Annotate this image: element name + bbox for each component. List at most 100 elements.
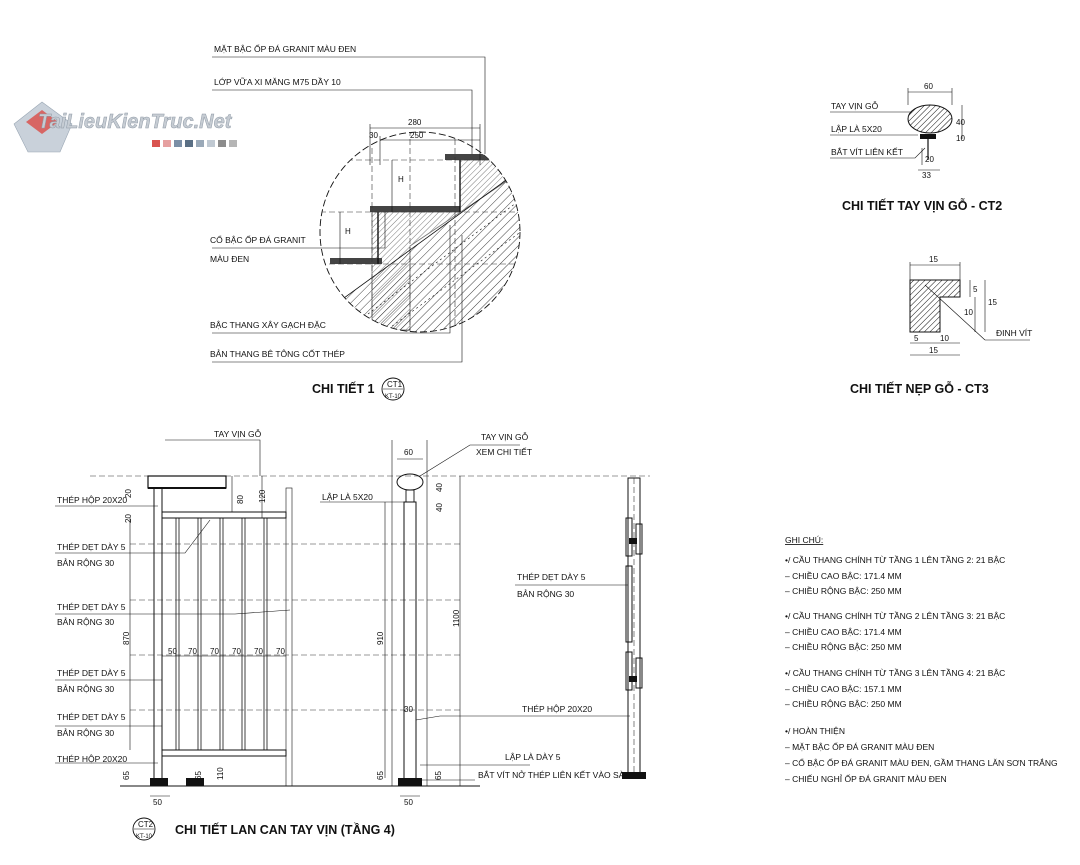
elev-dim-870: 870 (122, 631, 131, 645)
label-slab: BẢN THANG BÊ TÔNG CỐT THÉP (210, 348, 345, 359)
sec-label-box: THÉP HỘP 20X20 (522, 704, 592, 714)
watermark: TaiLieuKienTruc.Net (13, 101, 237, 153)
watermark-swatch (207, 140, 215, 147)
baluster (263, 517, 268, 751)
notes-list: •/ CẦU THANG CHÍNH TỪ TẦNG 1 LÊN TẦNG 2:… (785, 555, 1058, 784)
ct2-dim-10: 10 (956, 134, 965, 143)
note-line: – CHIỀU RỘNG BẬC: 250 MM (785, 586, 902, 596)
watermark-swatch (229, 140, 237, 147)
note-line: – CHIỀU CAO BẬC: 171.4 MM (785, 571, 902, 581)
sec-dim-50: 50 (404, 798, 413, 807)
elev-label-flat-d2: BẢN RỘNG 30 (57, 727, 114, 738)
elev-dim-120: 120 (258, 489, 267, 503)
elev-dim-65b: 65 (194, 771, 203, 780)
ct3-label-screw: ĐINH VÍT (996, 328, 1032, 338)
watermark-swatch (185, 140, 193, 147)
spacing-dim: 70 (232, 647, 241, 656)
ct3-detail: 15 5 15 10 5 10 15 ĐINH VÍT CHI TIẾT NẸP… (850, 255, 1032, 396)
notes-heading: GHI CHÚ: (785, 535, 823, 545)
ct2-label-flat: LẬP LÀ 5X20 (831, 124, 882, 134)
ct2-title: CHI TIẾT TAY VỊN GỖ - CT2 (842, 198, 1002, 213)
elev-dim-50: 50 (153, 798, 162, 807)
dim-h2: H (345, 227, 351, 236)
baluster (175, 517, 180, 751)
ct2-dim-40: 40 (956, 118, 965, 127)
elev-label-flat-c2: BẢN RỘNG 30 (57, 683, 114, 694)
svg-text:KT-10: KT-10 (385, 394, 402, 400)
note-line: – CHIỀU RỘNG BẬC: 250 MM (785, 642, 902, 652)
post-side-view: THÉP DẸT DÀY 5 BẢN RỘNG 30 (515, 477, 646, 779)
railing-section: 60 40 40 910 1100 30 65 65 50 TAY VỊN GỖ… (320, 431, 630, 807)
elev-dim-80: 80 (236, 495, 245, 504)
elev-dim-20b: 20 (124, 514, 133, 523)
ct3-title: CHI TIẾT NẸP GỖ - CT3 (850, 381, 989, 396)
elev-label-flat-a1: THÉP DẸT DÀY 5 (57, 542, 126, 552)
watermark-swatch (163, 140, 171, 147)
ct2-dim-20: 20 (925, 155, 934, 164)
notes: GHI CHÚ: •/ CẦU THANG CHÍNH TỪ TẦNG 1 LÊ… (785, 535, 1058, 784)
spacing-dim: 50 (168, 647, 177, 656)
ct2-label-screw: BẮT VÍT LIÊN KẾT (831, 147, 903, 157)
railing-tag-bottom: KT-10 (136, 834, 153, 840)
label-riser-2: MÀU ĐEN (210, 254, 249, 264)
spacing-dim: 70 (210, 647, 219, 656)
baluster (197, 517, 202, 751)
spacing-dim: 70 (276, 647, 285, 656)
detail-1-tag: CT1 KT-10 (381, 377, 405, 401)
post-label-flat2: BẢN RỘNG 30 (517, 588, 574, 599)
elev-label-box-bottom: THÉP HỘP 20X20 (57, 754, 127, 764)
sec-label-plate: LẬP LÀ DÀY 5 (505, 752, 561, 762)
note-line: •/ CẦU THANG CHÍNH TỪ TẦNG 1 LÊN TẦNG 2:… (785, 555, 1005, 565)
elev-dim-110: 110 (216, 767, 225, 780)
dim-280: 280 (408, 118, 422, 127)
post-label-flat1: THÉP DẸT DÀY 5 (517, 572, 586, 582)
label-mortar: LỚP VỮA XI MĂNG M75 DẦY 10 (214, 77, 341, 87)
note-line: – CHIỀU CAO BẬC: 171.4 MM (785, 627, 902, 637)
note-line: •/ CẦU THANG CHÍNH TỪ TẦNG 2 LÊN TẦNG 3:… (785, 611, 1005, 621)
dim-h1: H (398, 175, 404, 184)
elev-label-flat-a2: BẢN RỘNG 30 (57, 557, 114, 568)
sec-dim-65: 65 (376, 771, 385, 780)
ct2-dim-60: 60 (924, 82, 933, 91)
sec-dim-65b: 65 (434, 771, 443, 780)
ct3-dim-r5: 5 (973, 285, 978, 294)
sec-dim-30: 30 (404, 705, 413, 714)
sec-dim-910: 910 (376, 631, 385, 645)
sec-dim-1100: 1100 (452, 609, 461, 627)
sec-dim-60: 60 (404, 448, 413, 457)
note-line: •/ CẦU THANG CHÍNH TỪ TẦNG 3 LÊN TẦNG 4:… (785, 668, 1005, 678)
ct3-dim-b15: 15 (929, 346, 938, 355)
elev-label-box-top: THÉP HỘP 20X20 (57, 495, 127, 505)
watermark-swatch (174, 140, 182, 147)
detail-1: 280 250 30 H H MẶT BẬC ỐP ĐÁ GRANIT MÀU … (210, 43, 521, 401)
note-line: – CỔ BẬC ỐP ĐÁ GRANIT MÀU ĐEN, GẦM THANG… (785, 757, 1058, 768)
ct3-dim-top-15: 15 (929, 255, 938, 264)
note-line: – MẶT BẬC ỐP ĐÁ GRANIT MÀU ĐEN (785, 741, 934, 752)
spacing-dim: 70 (254, 647, 263, 656)
ct2-dim-33: 33 (922, 171, 931, 180)
baluster (241, 517, 246, 751)
elev-label-flat-c1: THÉP DẸT DÀY 5 (57, 668, 126, 678)
note-line: – CHIỀU CAO BẬC: 157.1 MM (785, 684, 902, 694)
note-line: •/ HOÀN THIỆN (785, 726, 845, 736)
ct3-dim-b10: 10 (940, 334, 949, 343)
note-line: – CHIỀU RỘNG BẬC: 250 MM (785, 699, 902, 709)
elev-label-flat-b2: BẢN RỘNG 30 (57, 616, 114, 627)
baluster (219, 517, 224, 751)
sec-dim-40a: 40 (435, 483, 444, 492)
sec-dim-40b: 40 (435, 503, 444, 512)
watermark-swatch (152, 140, 160, 147)
ct3-dim-r15: 15 (988, 298, 997, 307)
elev-dim-65a: 65 (122, 771, 131, 780)
label-finish-top: MẶT BẬC ỐP ĐÁ GRANIT MÀU ĐEN (214, 43, 356, 54)
elev-label-flat-d1: THÉP DẸT DÀY 5 (57, 712, 126, 722)
ct3-dim-r10: 10 (964, 308, 973, 317)
baluster-spacing-dims: 50 70 70 70 70 70 (168, 647, 285, 656)
ct2-detail: 60 40 10 20 33 TAY VỊN GỖ LẬP LÀ 5X20 BẮ… (830, 82, 1002, 213)
railing-title: CHI TIẾT LAN CAN TAY VỊN (TẦNG 4) (175, 822, 395, 837)
sec-label-see-detail: XEM CHI TIẾT (476, 447, 532, 457)
label-brick: BẬC THANG XÂY GẠCH ĐẶC (210, 320, 326, 330)
spacing-dim: 70 (188, 647, 197, 656)
sec-label-handrail: TAY VỊN GỖ (481, 431, 529, 442)
watermark-swatches (152, 140, 237, 147)
